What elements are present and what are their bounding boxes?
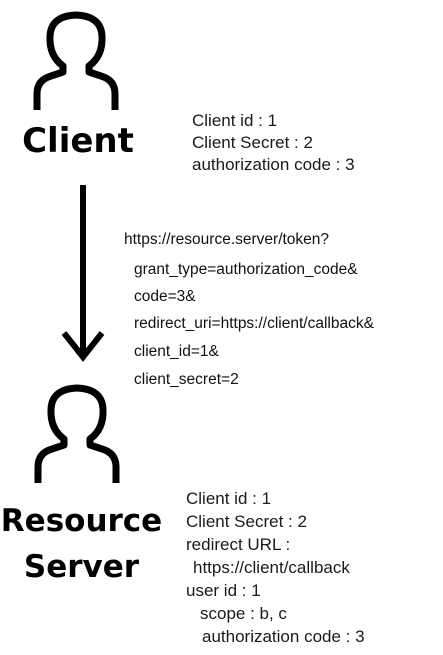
arrow-down-icon	[58, 185, 108, 370]
request-param-redirect-uri: redirect_uri=https://client/callback&	[134, 315, 374, 332]
server-detail-client-secret: Client Secret : 2	[186, 512, 307, 531]
resource-server-label-line1: Resource	[0, 503, 163, 539]
client-detail-authorization-code: authorization code : 3	[192, 155, 355, 174]
resource-server-label: Resource Server	[0, 506, 163, 583]
request-param-client-id: client_id=1&	[134, 343, 219, 360]
client-label: Client	[22, 121, 134, 161]
server-detail-user-id: user id : 1	[186, 581, 261, 600]
client-detail-client-id: Client id : 1	[192, 111, 278, 130]
server-detail-redirect-url-value: https://client/callback	[193, 558, 350, 577]
server-detail-client-id: Client id : 1	[186, 489, 272, 508]
client-person-icon	[33, 10, 119, 112]
resource-server-label-line2: Server	[23, 549, 140, 585]
server-detail-redirect-url: redirect URL :	[186, 535, 291, 554]
request-url: https://resource.server/token?	[124, 231, 330, 248]
request-param-client-secret: client_secret=2	[134, 371, 239, 388]
request-param-grant-type: grant_type=authorization_code&	[134, 261, 358, 278]
client-detail-client-secret: Client Secret : 2	[192, 133, 313, 152]
server-detail-authorization-code: authorization code : 3	[202, 627, 365, 646]
request-param-code: code=3&	[134, 288, 196, 305]
server-detail-scope: scope : b, c	[200, 604, 287, 623]
resource-server-person-icon	[34, 383, 120, 485]
